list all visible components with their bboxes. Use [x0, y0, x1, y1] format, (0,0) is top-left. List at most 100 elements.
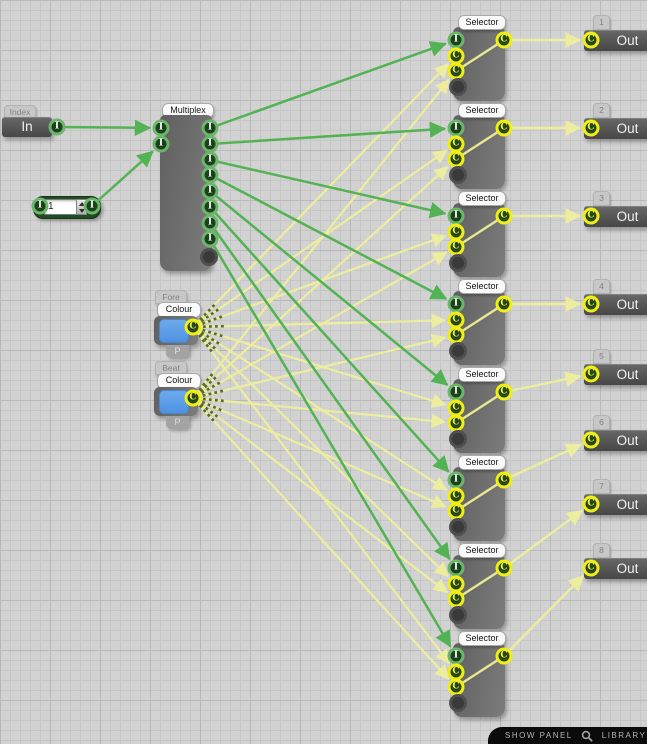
colour-port[interactable]: C: [447, 326, 465, 344]
integer-port[interactable]: I: [447, 295, 465, 313]
integer-port[interactable]: I: [83, 197, 101, 215]
link-colour[interactable]: [192, 78, 450, 399]
link-output[interactable]: [503, 371, 582, 394]
integer-port[interactable]: I: [447, 471, 465, 489]
spare-port[interactable]: [449, 166, 467, 184]
spare-port[interactable]: [449, 78, 467, 96]
link-green[interactable]: [209, 158, 447, 219]
beat-colour-swatch[interactable]: [159, 390, 189, 414]
integer-port[interactable]: I: [447, 31, 465, 49]
spare-port[interactable]: [449, 518, 467, 536]
colour-port[interactable]: C: [447, 590, 465, 608]
colour-port[interactable]: C: [582, 365, 600, 383]
colour-port[interactable]: C: [447, 238, 465, 256]
link-colour[interactable]: [192, 396, 447, 428]
out-node-2[interactable]: Out: [584, 118, 647, 139]
selector-tab-4[interactable]: Selector: [458, 279, 506, 294]
number-input[interactable]: 1: [44, 199, 79, 215]
selector-tab-8[interactable]: Selector: [458, 631, 506, 646]
integer-port[interactable]: I: [201, 166, 219, 184]
spare-port[interactable]: [200, 248, 218, 266]
colour-port[interactable]: C: [582, 495, 600, 513]
colour-port[interactable]: C: [495, 647, 513, 665]
link-colour[interactable]: [192, 313, 447, 329]
link-green[interactable]: [208, 222, 451, 560]
link-green[interactable]: [91, 150, 154, 207]
integer-port[interactable]: I: [31, 197, 49, 215]
link-colour[interactable]: [192, 396, 447, 508]
integer-port[interactable]: I: [201, 119, 219, 137]
colour-port[interactable]: C: [582, 119, 600, 137]
integer-port[interactable]: I: [48, 118, 66, 136]
link-green[interactable]: [209, 190, 449, 387]
integer-port[interactable]: I: [201, 230, 219, 248]
selector-tab-2[interactable]: Selector: [458, 103, 506, 118]
spare-port[interactable]: [449, 254, 467, 272]
link-green[interactable]: [209, 41, 447, 130]
colour-port[interactable]: C: [447, 575, 465, 593]
spare-port[interactable]: [449, 342, 467, 360]
colour-port[interactable]: C: [582, 31, 600, 49]
link-colour[interactable]: [192, 397, 450, 680]
in-node[interactable]: In: [2, 117, 52, 137]
colour-port[interactable]: C: [495, 119, 513, 137]
selector-tab-6[interactable]: Selector: [458, 455, 506, 470]
colour-port[interactable]: C: [582, 207, 600, 225]
colour-port[interactable]: C: [495, 207, 513, 225]
out-node-8[interactable]: Out: [584, 558, 647, 579]
colour-port[interactable]: C: [447, 62, 465, 80]
link-output[interactable]: [503, 574, 585, 657]
spare-port[interactable]: [449, 606, 467, 624]
selector-tab-5[interactable]: Selector: [458, 367, 506, 382]
colour-port[interactable]: C: [495, 471, 513, 489]
colour-port[interactable]: C: [495, 559, 513, 577]
colour-port[interactable]: C: [447, 678, 465, 696]
colour-port[interactable]: C: [495, 31, 513, 49]
integer-port[interactable]: I: [447, 119, 465, 137]
spare-port[interactable]: [449, 430, 467, 448]
out-node-7[interactable]: Out: [584, 494, 647, 515]
colour-port[interactable]: C: [495, 295, 513, 313]
colour-port[interactable]: C: [184, 318, 202, 336]
selector-tab-3[interactable]: Selector: [458, 191, 506, 206]
link-colour[interactable]: [192, 397, 449, 594]
link-colour[interactable]: [192, 325, 447, 408]
fore-colour-swatch[interactable]: [159, 319, 189, 343]
link-green[interactable]: [209, 121, 447, 146]
out-node-4[interactable]: Out: [584, 294, 647, 315]
colour-port[interactable]: C: [447, 414, 465, 432]
link-output[interactable]: [503, 509, 584, 569]
link-selection[interactable]: [455, 214, 505, 249]
colour-port[interactable]: C: [582, 559, 600, 577]
stepper-down-icon[interactable]: [78, 208, 85, 213]
link-green[interactable]: [56, 119, 152, 136]
search-icon[interactable]: [581, 730, 593, 742]
integer-port[interactable]: I: [447, 207, 465, 225]
integer-port[interactable]: I: [447, 383, 465, 401]
link-selection[interactable]: [455, 566, 505, 601]
show-panel-button[interactable]: SHOW PANEL: [505, 731, 573, 740]
selector-tab-7[interactable]: Selector: [458, 543, 506, 558]
stepper-up-icon[interactable]: [78, 201, 85, 206]
link-green[interactable]: [209, 206, 450, 473]
integer-port[interactable]: I: [152, 135, 170, 153]
out-node-5[interactable]: Out: [584, 364, 647, 385]
colour-port[interactable]: C: [447, 223, 465, 241]
colour-port[interactable]: C: [447, 150, 465, 168]
integer-port[interactable]: I: [152, 119, 170, 137]
link-selection[interactable]: [455, 38, 505, 73]
colour-port[interactable]: C: [495, 383, 513, 401]
integer-port[interactable]: I: [201, 135, 219, 153]
link-selection[interactable]: [455, 302, 505, 337]
link-selection[interactable]: [455, 390, 505, 425]
link-selection[interactable]: [455, 126, 505, 161]
colour-port[interactable]: C: [447, 47, 465, 65]
out-node-1[interactable]: Out: [584, 30, 647, 51]
colour-port[interactable]: C: [582, 431, 600, 449]
integer-port[interactable]: I: [447, 647, 465, 665]
spare-port[interactable]: [449, 694, 467, 712]
integer-port[interactable]: I: [201, 214, 219, 232]
out-node-3[interactable]: Out: [584, 206, 647, 227]
link-selection[interactable]: [455, 478, 505, 513]
